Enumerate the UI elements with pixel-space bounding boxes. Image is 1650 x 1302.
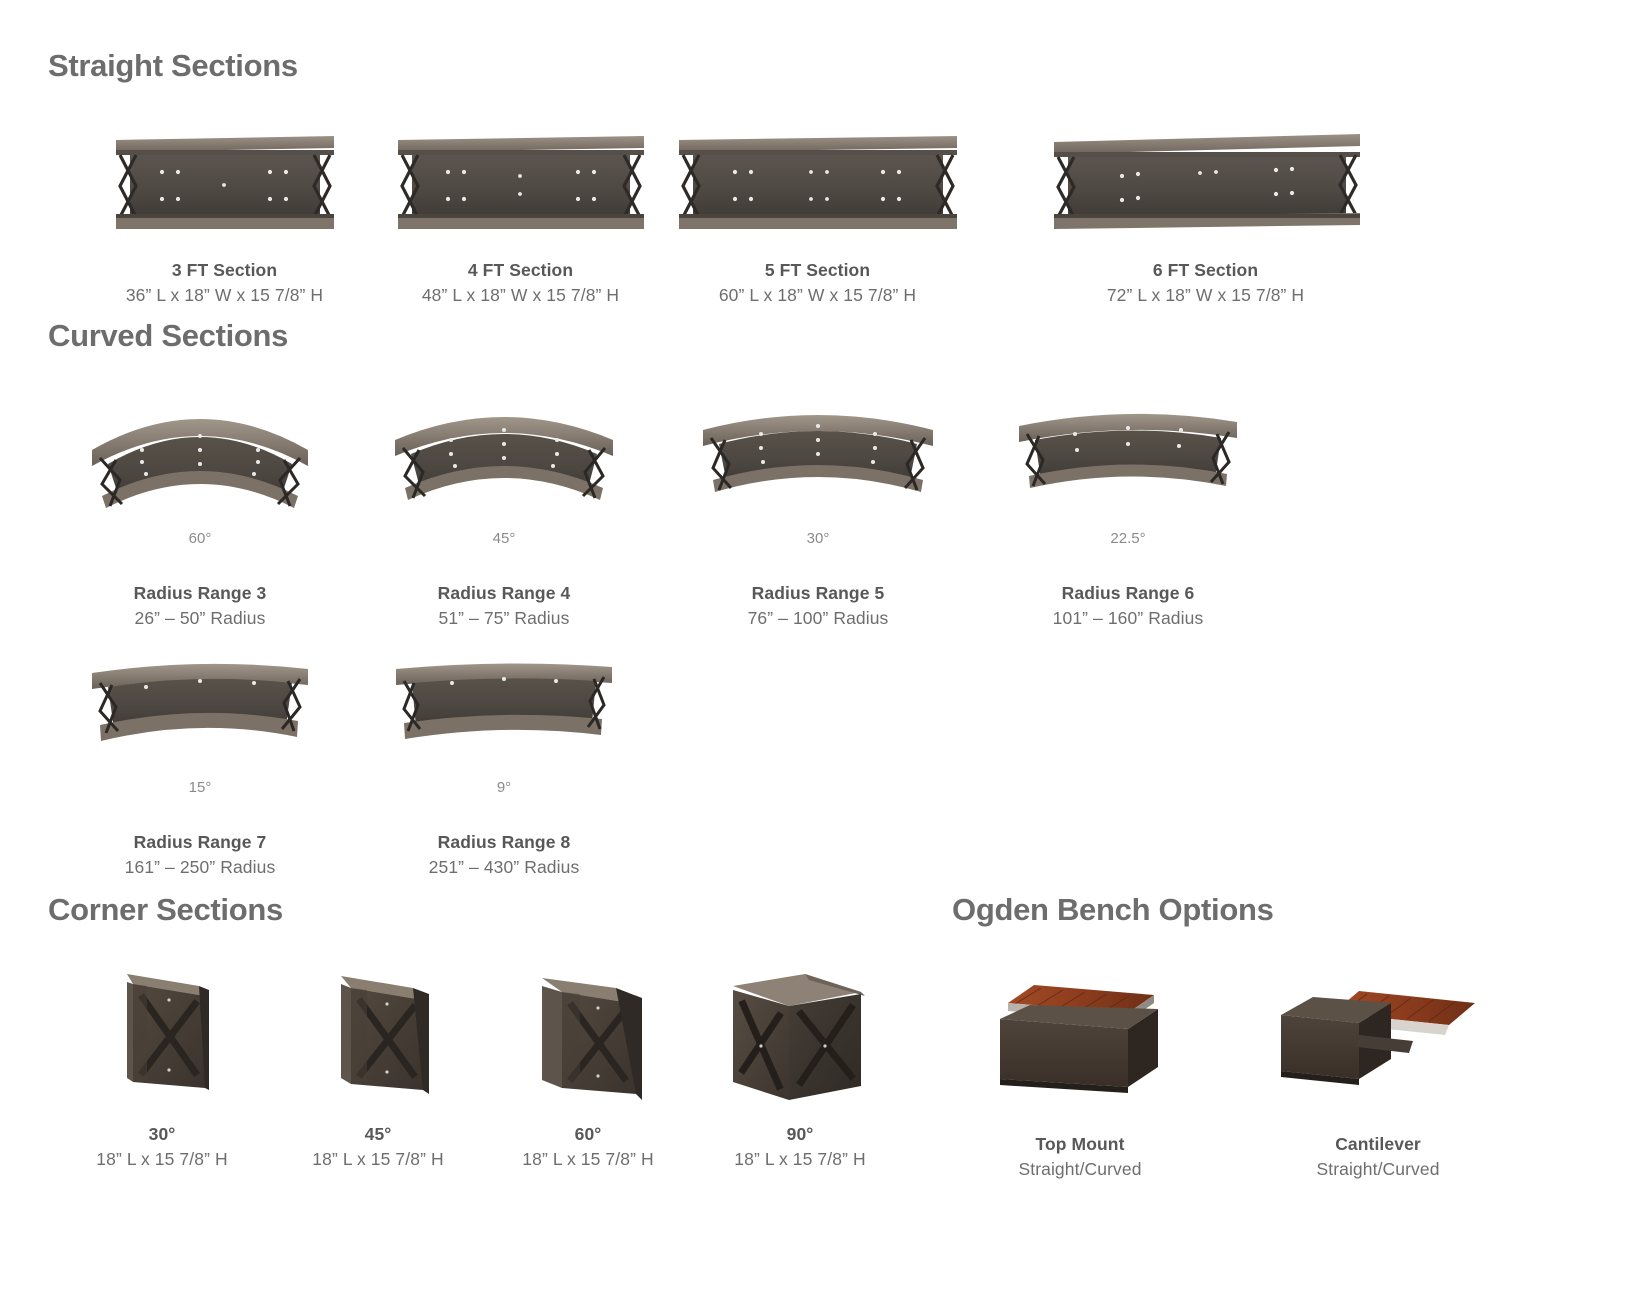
corner-item-title: 60°	[574, 1124, 602, 1144]
bench-item-top-mount: Top Mount Straight/Curved	[950, 975, 1210, 1180]
straight-item-4ft: 4 FT Section 48” L x 18” W x 15 7/8” H	[363, 128, 678, 306]
curved-item-radius-range-6: 22.5° Radius Range 6 101” – 160” Radius	[978, 388, 1278, 629]
curved-item-radius: 251” – 430” Radius	[428, 857, 580, 877]
corner-section-render-60	[488, 960, 688, 1110]
curved-section-render-rr6	[978, 388, 1278, 518]
heading-curved-sections: Curved Sections	[48, 318, 289, 353]
curved-section-render-rr4	[360, 388, 648, 518]
curved-item-radius: 76” – 100” Radius	[747, 608, 889, 628]
curved-angle-label: 60°	[188, 530, 212, 547]
straight-item-title: 5 FT Section	[764, 260, 871, 280]
straight-item-title: 4 FT Section	[467, 260, 574, 280]
curved-angle-label: 30°	[806, 530, 830, 547]
curved-item-radius: 101” – 160” Radius	[1052, 608, 1204, 628]
corner-item-60: 60° 18” L x 15 7/8” H	[488, 960, 688, 1170]
curved-item-title: Radius Range 5	[751, 583, 885, 603]
bench-item-title: Top Mount	[1035, 1134, 1125, 1154]
curved-item-radius-range-7: 15° Radius Range 7 161” – 250” Radius	[48, 645, 352, 878]
heading-corner-sections: Corner Sections	[48, 892, 283, 927]
curved-item-radius: 26” – 50” Radius	[134, 608, 266, 628]
corner-item-dimensions: 18” L x 15 7/8” H	[522, 1149, 654, 1169]
corner-item-30: 30° 18” L x 15 7/8” H	[62, 960, 262, 1170]
curved-item-radius: 51” – 75” Radius	[438, 608, 570, 628]
corner-item-dimensions: 18” L x 15 7/8” H	[96, 1149, 228, 1169]
straight-section-render-4ft	[363, 128, 678, 238]
bench-item-subtitle: Straight/Curved	[1316, 1159, 1440, 1179]
corner-item-title: 90°	[786, 1124, 814, 1144]
bench-render-cantilever	[1248, 975, 1508, 1110]
curved-item-radius-range-3: 60° Radius Range 3 26” – 50” Radius	[48, 388, 352, 629]
bench-item-cantilever: Cantilever Straight/Curved	[1248, 975, 1508, 1180]
corner-item-dimensions: 18” L x 15 7/8” H	[734, 1149, 866, 1169]
bench-item-subtitle: Straight/Curved	[1018, 1159, 1142, 1179]
corner-item-90: 90° 18” L x 15 7/8” H	[700, 960, 900, 1170]
bench-render-top-mount	[950, 975, 1210, 1110]
curved-angle-label: 22.5°	[1110, 530, 1146, 547]
curved-item-radius-range-8: 9° Radius Range 8 251” – 430” Radius	[360, 645, 648, 878]
straight-section-render-3ft	[67, 128, 382, 238]
corner-section-render-45	[278, 960, 478, 1110]
straight-section-render-6ft	[1048, 128, 1363, 238]
straight-item-dimensions: 60” L x 18” W x 15 7/8” H	[718, 285, 917, 305]
straight-item-5ft: 5 FT Section 60” L x 18” W x 15 7/8” H	[660, 128, 975, 306]
straight-section-render-5ft	[660, 128, 975, 238]
curved-section-render-rr5	[668, 388, 968, 518]
straight-item-3ft: 3 FT Section 36” L x 18” W x 15 7/8” H	[67, 128, 382, 306]
curved-section-render-rr7	[48, 645, 352, 765]
heading-straight-sections: Straight Sections	[48, 48, 298, 83]
curved-section-render-rr8	[360, 645, 648, 765]
curved-item-radius: 161” – 250” Radius	[124, 857, 276, 877]
corner-item-title: 45°	[364, 1124, 392, 1144]
bench-item-title: Cantilever	[1335, 1134, 1421, 1154]
straight-item-title: 3 FT Section	[171, 260, 278, 280]
curved-section-render-rr3	[48, 388, 352, 518]
straight-item-6ft: 6 FT Section 72” L x 18” W x 15 7/8” H	[1048, 128, 1363, 306]
curved-angle-label: 45°	[492, 530, 516, 547]
corner-item-title: 30°	[148, 1124, 176, 1144]
curved-item-radius-range-5: 30° Radius Range 5 76” – 100” Radius	[668, 388, 968, 629]
corner-item-dimensions: 18” L x 15 7/8” H	[312, 1149, 444, 1169]
corner-section-render-90	[700, 960, 900, 1110]
straight-item-title: 6 FT Section	[1152, 260, 1259, 280]
curved-item-title: Radius Range 6	[1061, 583, 1195, 603]
heading-ogden-bench-options: Ogden Bench Options	[952, 892, 1274, 927]
curved-angle-label: 15°	[188, 779, 212, 796]
curved-item-title: Radius Range 3	[133, 583, 267, 603]
curved-item-title: Radius Range 4	[437, 583, 571, 603]
straight-item-dimensions: 36” L x 18” W x 15 7/8” H	[125, 285, 324, 305]
curved-item-radius-range-4: 45° Radius Range 4 51” – 75” Radius	[360, 388, 648, 629]
corner-section-render-30	[62, 960, 262, 1110]
straight-item-dimensions: 72” L x 18” W x 15 7/8” H	[1106, 285, 1305, 305]
curved-item-title: Radius Range 7	[133, 832, 267, 852]
curved-item-title: Radius Range 8	[437, 832, 571, 852]
straight-item-dimensions: 48” L x 18” W x 15 7/8” H	[421, 285, 620, 305]
curved-angle-label: 9°	[496, 779, 512, 796]
corner-item-45: 45° 18” L x 15 7/8” H	[278, 960, 478, 1170]
